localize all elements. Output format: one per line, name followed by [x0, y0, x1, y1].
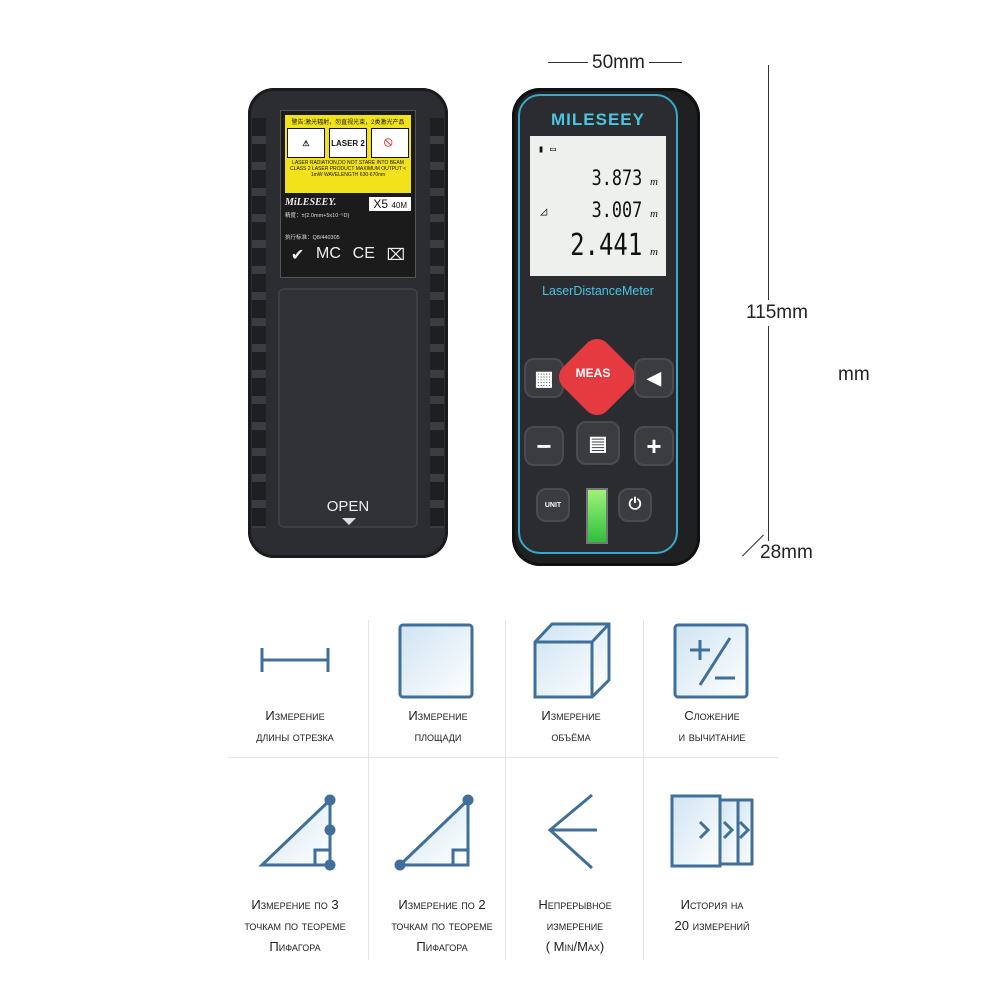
model-name: X5: [373, 197, 389, 211]
grid-icon: ▦: [534, 367, 554, 390]
plus-button[interactable]: +: [634, 426, 674, 466]
pythagoras-3-point-icon: [258, 794, 336, 871]
device-subtitle: LaserDistanceMeter: [542, 284, 654, 298]
reading-1-unit: m: [650, 176, 658, 188]
device-brand: MILESEEY: [551, 110, 645, 129]
feature-text: точкам по теореме: [391, 918, 493, 933]
depth-dimension: 28mm: [760, 542, 813, 563]
device-front-view: MILESEEY ▮ ▭ 3.873 m ◿ 3.007 m 2.441 m L…: [512, 88, 700, 566]
feature-area: Измерение площади: [368, 705, 508, 747]
device-face: MILESEEY ▮ ▭ 3.873 m ◿ 3.007 m 2.441 m L…: [518, 94, 678, 554]
feature-text: Измерение: [541, 708, 601, 723]
feature-text: Измерение по 3: [251, 897, 339, 912]
feature-text: точкам по теореме: [244, 918, 346, 933]
dimension-unit: mm: [838, 364, 870, 385]
width-dimension: 50mm: [588, 52, 649, 74]
reference-button[interactable]: ▤: [576, 421, 620, 465]
feature-text: Измерение: [408, 708, 468, 723]
feature-line-length: Измерение длины отрезка: [225, 705, 365, 747]
reading-2-unit: m: [650, 208, 658, 220]
feature-text: 20 измерений: [674, 918, 750, 933]
minus-icon: −: [536, 430, 552, 461]
accuracy-text: 精度：±(2.0mm+5x10⁻⁵D): [285, 213, 350, 219]
speaker-mute-icon: ◀: [647, 367, 661, 388]
function-button[interactable]: ▦: [524, 358, 564, 398]
reading-3: 2.441: [569, 228, 642, 263]
feature-text: Измерение по 2: [398, 897, 486, 912]
feature-text: и вычитание: [678, 729, 746, 744]
feature-text: Непрерывное: [538, 897, 612, 912]
side-grip: [430, 118, 444, 528]
open-label: OPEN: [326, 498, 370, 515]
triangle-mode-icon: ◿: [540, 204, 548, 218]
feature-text: Сложение: [684, 708, 740, 723]
laser-class: LASER 2: [329, 128, 367, 158]
reading-3-unit: m: [650, 246, 658, 258]
feature-text: Измерение: [265, 708, 325, 723]
unit-button[interactable]: UNIT: [536, 488, 570, 522]
sound-button[interactable]: ◀: [634, 358, 674, 398]
feature-text: Пифагора: [416, 939, 468, 954]
feature-volume: Измерение объёма: [501, 705, 641, 747]
feature-history: История на 20 измерений: [642, 894, 782, 936]
feature-text: Пифагора: [269, 939, 321, 954]
power-icon: ⏻: [628, 496, 642, 513]
divider: [505, 620, 506, 960]
feature-text: объёма: [551, 729, 591, 744]
plus-icon: +: [646, 430, 662, 461]
pythagoras-2-point-icon: [394, 794, 474, 871]
divider: [368, 620, 369, 960]
side-grip: [252, 118, 266, 528]
device-battery-icon: ▮ ▭: [538, 144, 557, 155]
warning-cn: 警告:激光辐射，勿直视光束，2类激光产品: [291, 120, 405, 126]
continuous-measure-icon: [547, 793, 597, 870]
laser-warning: 警告:激光辐射，勿直视光束，2类激光产品 ⚠ LASER 2 ⃠ LASER R…: [285, 115, 411, 193]
volume-icon: [533, 622, 611, 699]
device-back-view: 警告:激光辐射，勿直视光束，2类激光产品 ⚠ LASER 2 ⃠ LASER R…: [248, 88, 448, 558]
feature-add-subtract: Сложение и вычитание: [642, 705, 782, 747]
feature-text: измерение: [546, 918, 604, 933]
feature-text: ( Min/Max): [545, 939, 605, 954]
feature-continuous: Непрерывное измерение ( Min/Max): [505, 894, 645, 957]
unit-label: UNIT: [544, 501, 562, 509]
model-badge: X5 40M: [369, 197, 411, 211]
bubble-level: [586, 488, 608, 544]
feature-text: площади: [414, 729, 462, 744]
height-dimension: 115mm: [746, 300, 808, 326]
arrow-down-icon: [342, 518, 356, 525]
feature-text: История на: [680, 897, 744, 912]
laser-hazard-icon: ⚠: [287, 128, 325, 158]
reading-2: 3.007: [591, 198, 642, 222]
divider: [228, 757, 778, 758]
plus-minus-icon: [673, 623, 749, 699]
product-label: 警告:激光辐射，勿直视光束，2类激光产品 ⚠ LASER 2 ⃠ LASER R…: [280, 110, 416, 278]
battery-cover[interactable]: OPEN: [278, 288, 418, 528]
no-stare-icon: ⃠: [371, 128, 409, 158]
minus-button[interactable]: −: [524, 426, 564, 466]
lcd-display: ▮ ▭ 3.873 m ◿ 3.007 m 2.441 m: [530, 136, 666, 276]
standard-text: 执行标准：Q8/440305: [285, 235, 340, 241]
model-range: 40M: [391, 201, 407, 210]
power-button[interactable]: ⏻: [618, 488, 652, 522]
feature-text: длины отрезка: [256, 729, 334, 744]
warning-en: LASER RADIATION,DO NOT STARE INTO BEAM C…: [289, 160, 407, 178]
reading-1: 3.873: [591, 166, 642, 190]
label-brand: MiLESEEY.: [285, 197, 337, 208]
area-icon: [398, 623, 474, 699]
history-icon: [670, 794, 754, 868]
divider: [643, 620, 644, 960]
line-length-icon: [260, 648, 330, 672]
reference-icon: ▤: [588, 432, 608, 455]
